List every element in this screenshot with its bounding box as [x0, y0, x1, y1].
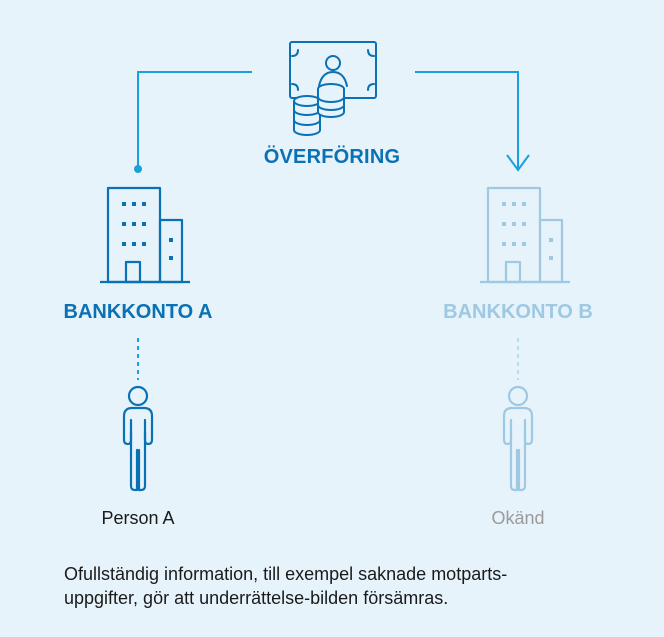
bank-account-b-label: BANKKONTO B [443, 301, 593, 323]
caption-text: Ofullständig information, till exempel s… [64, 562, 644, 610]
money-coins-icon [289, 41, 377, 136]
person-a-icon [122, 385, 154, 492]
transfer-label: ÖVERFÖRING [263, 146, 401, 168]
building-b-icon [480, 186, 570, 284]
person-b-icon [502, 385, 534, 492]
bank-account-a-label: BANKKONTO A [63, 301, 213, 323]
caption-line-2: uppgifter, gör att underrättelse-bilden … [64, 588, 449, 608]
building-a-windows [122, 202, 173, 260]
caption-line-1: Ofullständig information, till exempel s… [64, 564, 508, 584]
connector-transfer-to-b [415, 71, 530, 172]
connector-start-dot [134, 165, 142, 173]
building-b-windows [502, 202, 553, 260]
person-a-label: Person A [101, 508, 175, 528]
diagram-graphics [100, 41, 570, 492]
person-unknown-label: Okänd [491, 508, 545, 528]
connector-a-to-transfer [137, 71, 252, 168]
building-a-icon [100, 186, 190, 284]
